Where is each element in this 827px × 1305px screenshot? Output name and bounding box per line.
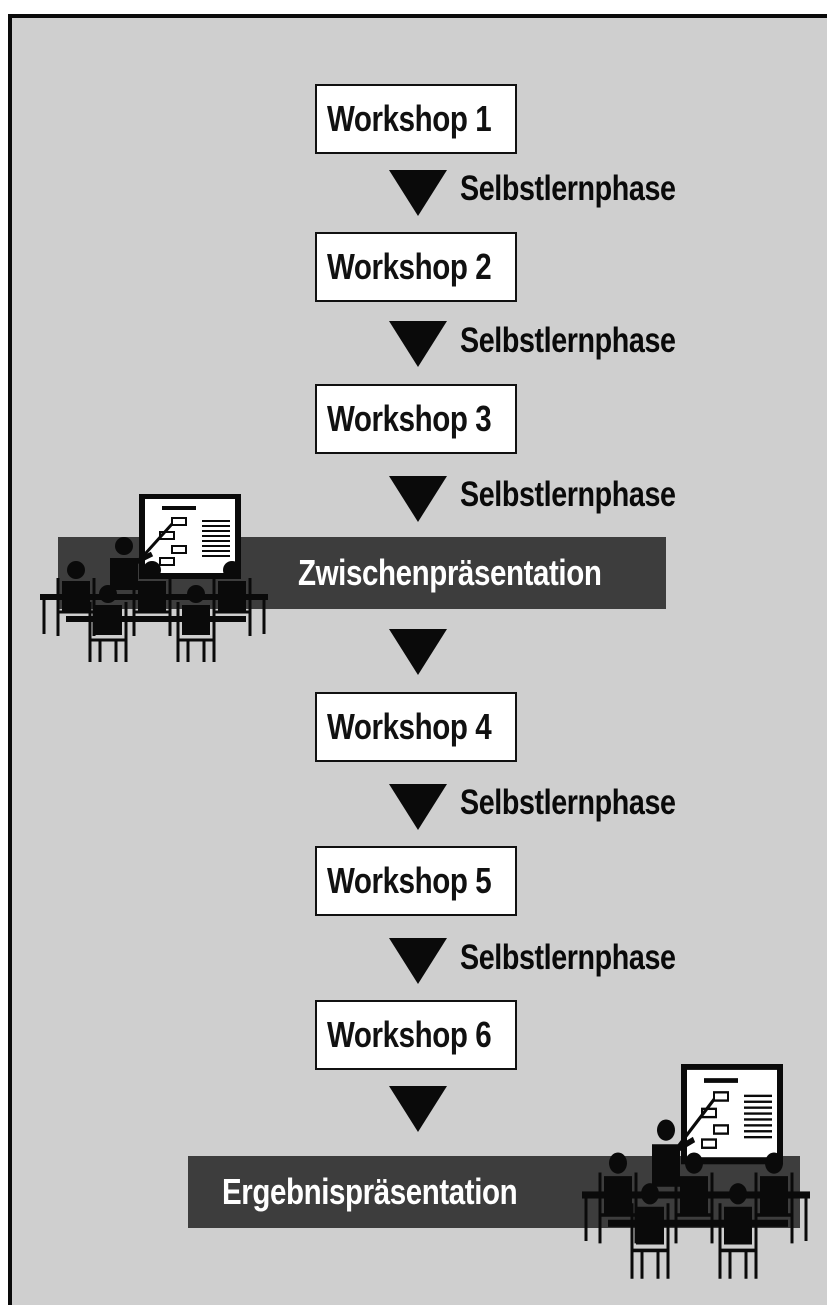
workshop-5-box: Workshop 5 (315, 846, 517, 916)
workshop-1-label: Workshop 1 (327, 98, 492, 139)
workshop-4-box: Workshop 4 (315, 692, 517, 762)
phase-1-label: Selbstlernphase (460, 169, 676, 208)
workshop-2-label: Workshop 2 (327, 246, 492, 287)
final-presentation-label: Ergebnispräsentation (222, 1171, 518, 1212)
workshop-3-box: Workshop 3 (315, 384, 517, 454)
phase-5: Selbstlernphase (460, 935, 723, 981)
workshop-3-label: Workshop 3 (327, 398, 492, 439)
workshop-2-box: Workshop 2 (315, 232, 517, 302)
down-arrow-icon (389, 629, 447, 675)
workshop-1-box: Workshop 1 (315, 84, 517, 154)
down-arrow-icon (389, 1086, 447, 1132)
phase-1: Selbstlernphase (460, 166, 723, 212)
phase-3: Selbstlernphase (460, 472, 723, 518)
down-arrow-icon (389, 170, 447, 216)
down-arrow-icon (389, 784, 447, 830)
phase-3-label: Selbstlernphase (460, 475, 676, 514)
phase-2-label: Selbstlernphase (460, 321, 676, 360)
workshop-5-label: Workshop 5 (327, 860, 492, 901)
workshop-6-label: Workshop 6 (327, 1014, 492, 1055)
intermediate-presentation-label: Zwischenpräsentation (298, 552, 602, 593)
down-arrow-icon (389, 476, 447, 522)
phase-2: Selbstlernphase (460, 318, 723, 364)
phase-4-label: Selbstlernphase (460, 783, 676, 822)
workshop-4-label: Workshop 4 (327, 706, 492, 747)
phase-4: Selbstlernphase (460, 780, 723, 826)
phase-5-label: Selbstlernphase (460, 938, 676, 977)
classroom-presentation-icon (582, 1064, 810, 1279)
down-arrow-icon (389, 938, 447, 984)
classroom-presentation-icon (40, 494, 268, 662)
workshop-6-box: Workshop 6 (315, 1000, 517, 1070)
down-arrow-icon (389, 321, 447, 367)
